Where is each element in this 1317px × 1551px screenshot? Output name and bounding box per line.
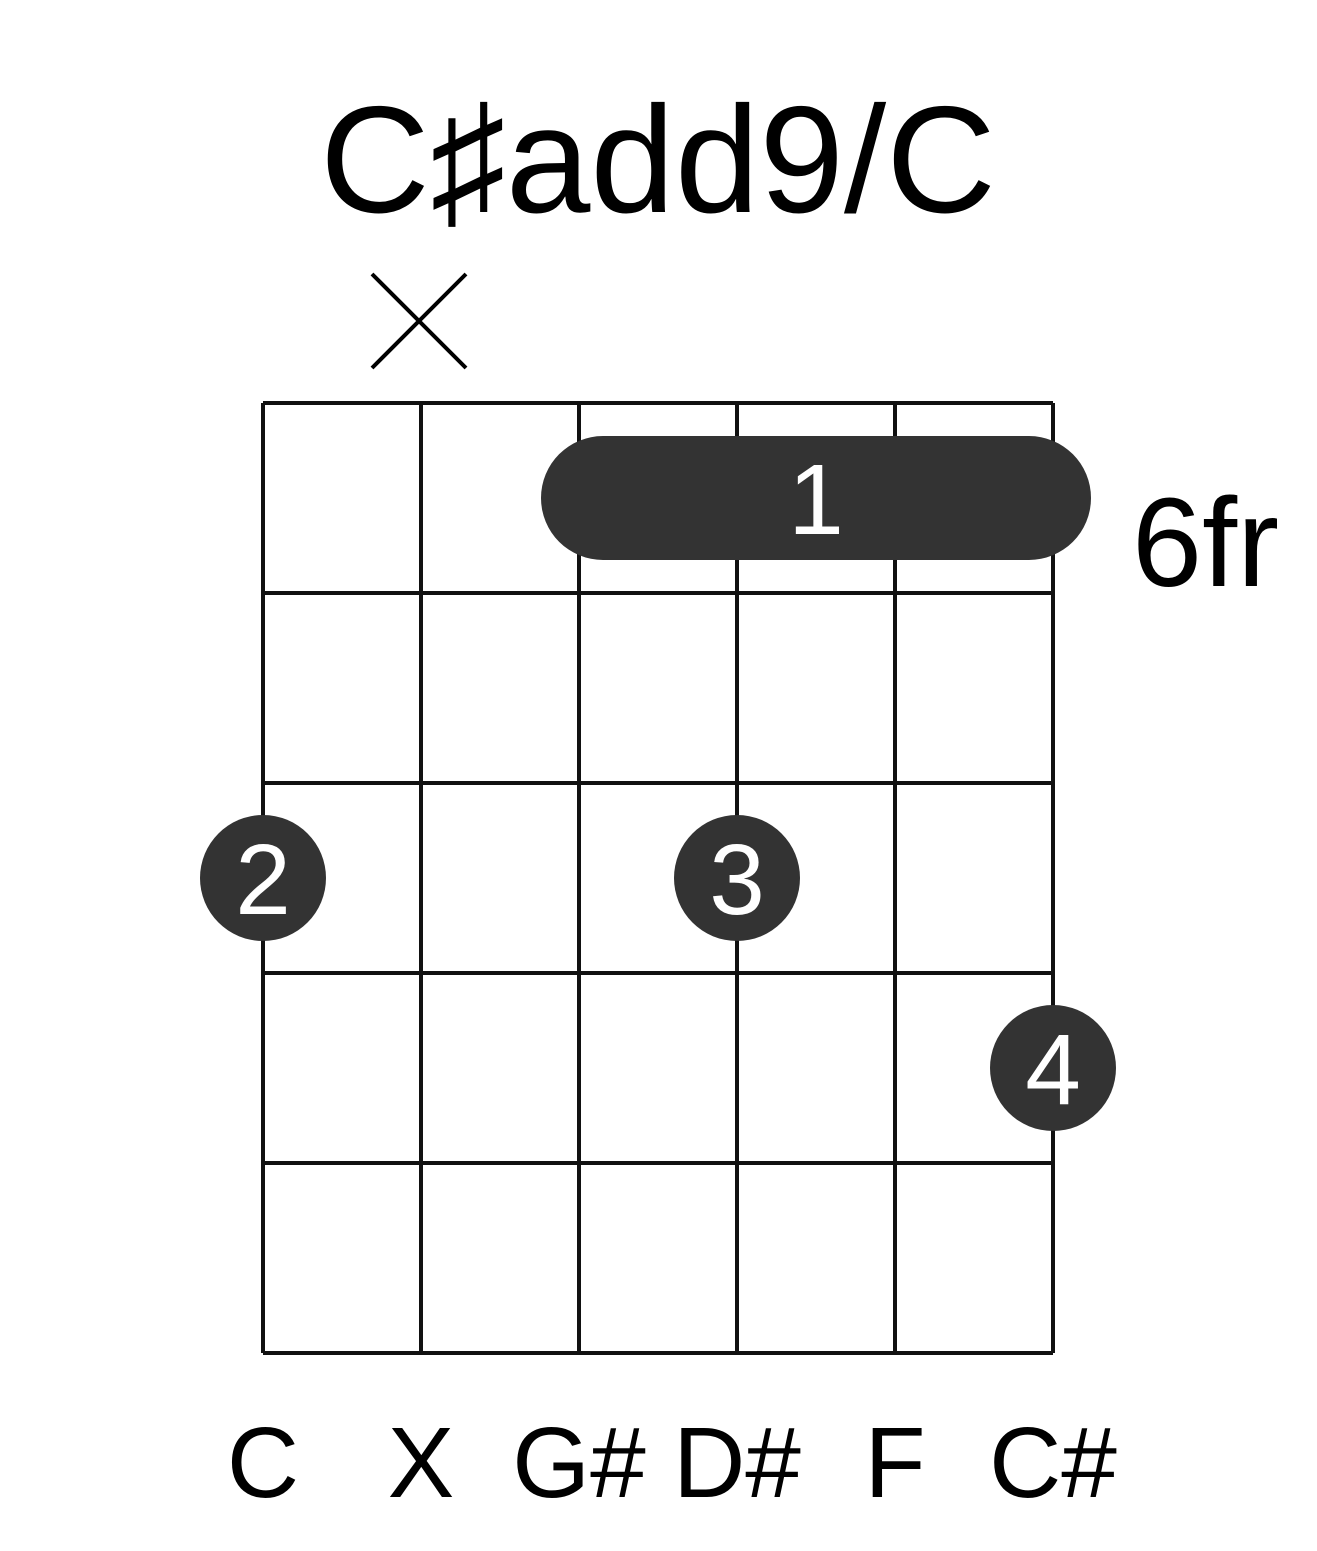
finger-dot xyxy=(990,1005,1116,1131)
string-note-label: C xyxy=(227,1407,299,1519)
base-fret-label: 6fr xyxy=(1132,472,1279,613)
string-note-label: C# xyxy=(989,1407,1117,1519)
string-note-label: F xyxy=(864,1407,925,1519)
finger-number: 3 xyxy=(709,824,765,936)
finger-dot xyxy=(674,815,800,941)
string-note-label: G# xyxy=(512,1407,646,1519)
finger-number: 2 xyxy=(235,824,291,936)
mute-markers xyxy=(370,272,468,370)
finger-number: 4 xyxy=(1025,1014,1081,1126)
barre-finger-label: 1 xyxy=(788,444,844,556)
string-note-label: D# xyxy=(673,1407,801,1519)
barre-markers: 1 xyxy=(541,436,1091,560)
chord-title: C♯add9/C xyxy=(320,75,996,245)
finger-dot xyxy=(200,815,326,941)
mute-x-icon xyxy=(370,272,468,370)
string-note-label: X xyxy=(388,1407,455,1519)
barre-marker xyxy=(541,436,1091,560)
fretboard-grid xyxy=(261,401,1055,1355)
finger-markers: 2 3 4 xyxy=(200,815,1116,1131)
